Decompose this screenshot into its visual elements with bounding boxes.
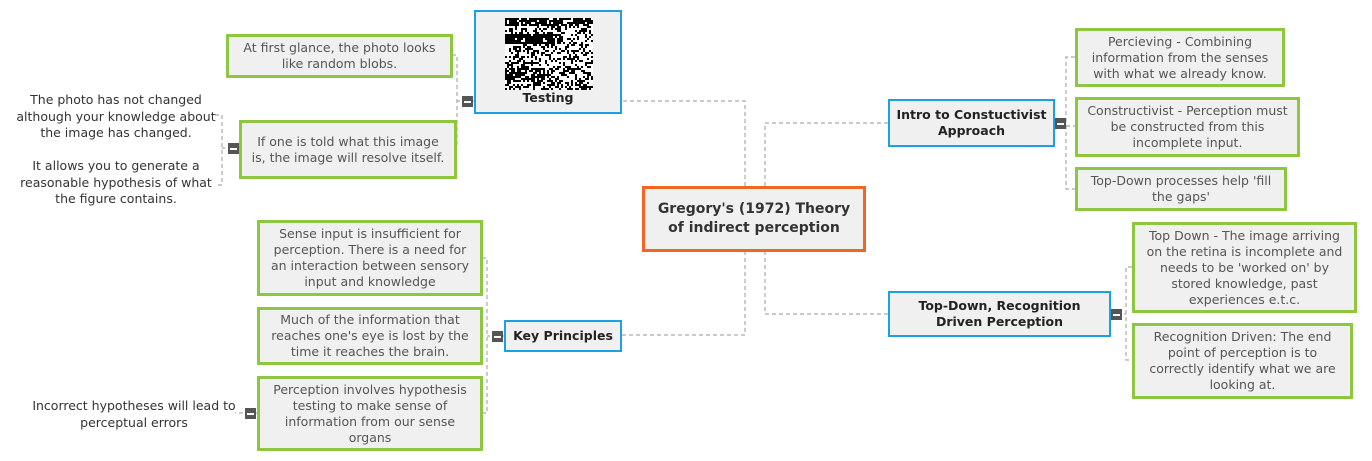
leaf-node[interactable]: Top-Down processes help 'fill the gaps'	[1075, 167, 1287, 211]
leaf-node[interactable]: If one is told what this image is, the i…	[239, 120, 457, 179]
leaf-text: Top Down - The image arriving on the ret…	[1146, 227, 1343, 307]
leaf-text: Percieving - Combining information from …	[1091, 33, 1269, 81]
leaf-node[interactable]: Top Down - The image arriving on the ret…	[1132, 222, 1357, 313]
collapse-toggle-icon[interactable]	[492, 331, 503, 342]
topic-intro-constructivist[interactable]: Intro to Constuctivist Approach	[888, 99, 1055, 147]
leaf-node[interactable]: Much of the information that reaches one…	[257, 307, 483, 365]
leaf-node[interactable]: Recognition Driven: The end point of per…	[1132, 323, 1353, 399]
leaf-node[interactable]: At first glance, the photo looks like ra…	[226, 34, 453, 78]
note-text[interactable]: The photo has not changed although your …	[16, 92, 216, 206]
central-topic-label: Gregory's (1972) Theory of indirect perc…	[657, 201, 851, 236]
leaf-text: Recognition Driven: The end point of per…	[1149, 329, 1336, 392]
ambiguous-photo-image	[505, 18, 593, 90]
collapse-toggle-icon[interactable]	[1111, 309, 1122, 320]
leaf-node[interactable]: Constructivist - Perception must be cons…	[1075, 97, 1300, 157]
leaf-text: Much of the information that reaches one…	[271, 312, 469, 359]
collapse-toggle-icon[interactable]	[245, 408, 256, 419]
topic-label: Top-Down, Recognition Driven Perception	[918, 298, 1081, 329]
leaf-node[interactable]: Sense input is insufficient for percepti…	[257, 220, 483, 296]
collapse-toggle-icon[interactable]	[228, 143, 239, 154]
leaf-text: Top-Down processes help 'fill the gaps'	[1090, 173, 1272, 204]
topic-hypothesis-testing[interactable]: Hypothesis Testing	[474, 10, 622, 114]
leaf-text: Constructivist - Perception must be cons…	[1087, 103, 1288, 150]
topic-label: Key Principles	[513, 328, 613, 343]
leaf-text: Perception involves hypothesis testing t…	[273, 381, 467, 445]
leaf-text: Sense input is insufficient for percepti…	[271, 226, 469, 289]
topic-label: Intro to Constuctivist Approach	[896, 107, 1047, 138]
collapse-toggle-icon[interactable]	[1055, 118, 1066, 129]
note-text[interactable]: Incorrect hypotheses will lead to percep…	[32, 398, 236, 430]
leaf-node[interactable]: Percieving - Combining information from …	[1075, 28, 1285, 87]
collapse-toggle-icon[interactable]	[462, 96, 473, 107]
central-topic[interactable]: Gregory's (1972) Theory of indirect perc…	[642, 186, 866, 252]
leaf-node[interactable]: Perception involves hypothesis testing t…	[257, 376, 483, 451]
topic-key-principles[interactable]: Key Principles	[504, 320, 622, 352]
topic-top-down-recognition[interactable]: Top-Down, Recognition Driven Perception	[888, 291, 1111, 337]
leaf-text: At first glance, the photo looks like ra…	[243, 40, 436, 71]
leaf-text: If one is told what this image is, the i…	[251, 133, 445, 165]
